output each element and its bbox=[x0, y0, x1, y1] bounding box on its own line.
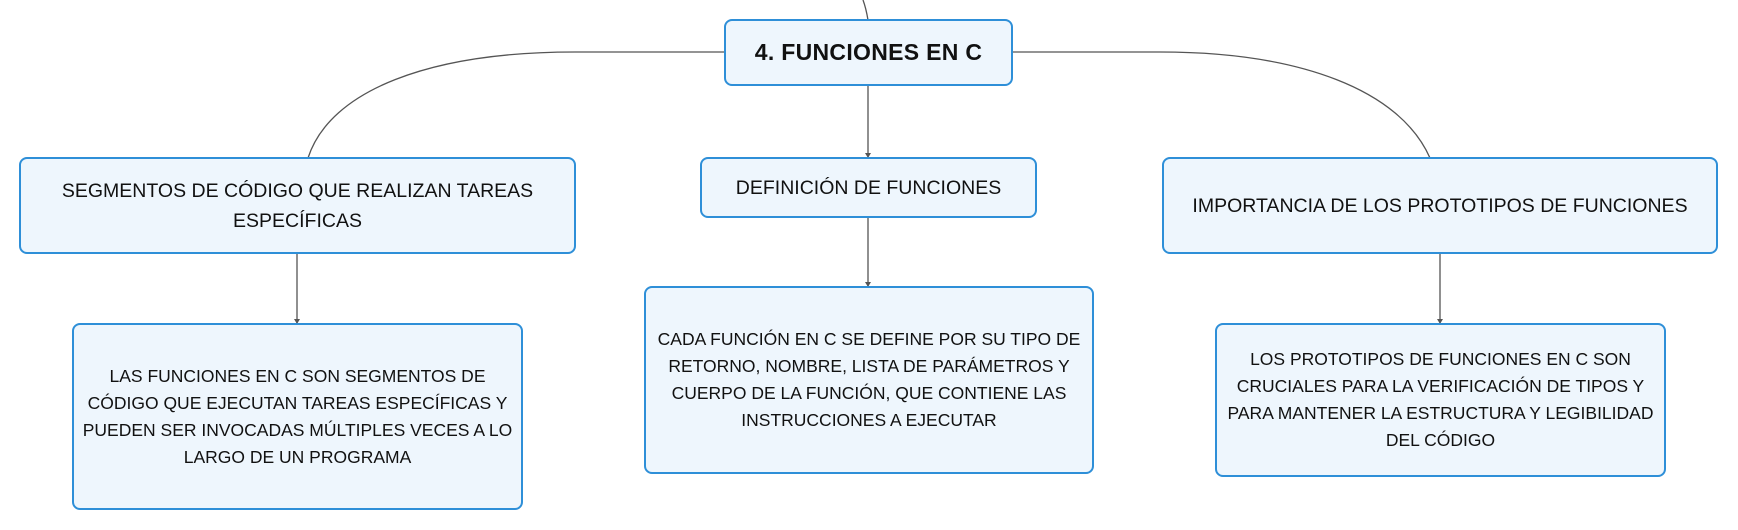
connector-root-to-branch-right bbox=[1013, 51, 1431, 159]
detail-text-importancia: LOS PROTOTIPOS DE FUNCIONES EN C SON CRU… bbox=[1227, 349, 1654, 450]
branch-node-importancia[interactable]: IMPORTANCIA DE LOS PROTOTIPOS DE FUNCION… bbox=[1162, 157, 1718, 254]
arrowhead-right-detail bbox=[1437, 319, 1443, 324]
root-topic-label: 4. FUNCIONES EN C bbox=[754, 39, 983, 65]
root-topic-node[interactable]: 4. FUNCIONES EN C bbox=[724, 19, 1013, 86]
branch-label-segmentos: SEGMENTOS DE CÓDIGO QUE REALIZAN TAREAS … bbox=[61, 179, 534, 232]
branch-label-importancia: IMPORTANCIA DE LOS PROTOTIPOS DE FUNCION… bbox=[1192, 194, 1688, 217]
arrowhead-center bbox=[865, 153, 871, 158]
detail-node-importancia[interactable]: LOS PROTOTIPOS DE FUNCIONES EN C SON CRU… bbox=[1215, 323, 1666, 477]
detail-node-definicion[interactable]: CADA FUNCIÓN EN C SE DEFINE POR SU TIPO … bbox=[644, 286, 1094, 474]
arrowhead-left-detail bbox=[294, 319, 300, 324]
branch-node-segmentos[interactable]: SEGMENTOS DE CÓDIGO QUE REALIZAN TAREAS … bbox=[19, 157, 576, 254]
arrowhead-center-detail bbox=[865, 282, 871, 287]
detail-text-definicion: CADA FUNCIÓN EN C SE DEFINE POR SU TIPO … bbox=[657, 329, 1081, 430]
connector-parent-to-root bbox=[862, 0, 869, 21]
detail-node-segmentos[interactable]: LAS FUNCIONES EN C SON SEGMENTOS DE CÓDI… bbox=[72, 323, 523, 510]
branch-node-definicion[interactable]: DEFINICIÓN DE FUNCIONES bbox=[700, 157, 1037, 218]
detail-text-segmentos: LAS FUNCIONES EN C SON SEGMENTOS DE CÓDI… bbox=[82, 365, 513, 467]
branch-label-definicion: DEFINICIÓN DE FUNCIONES bbox=[735, 176, 1002, 199]
connector-root-to-branch-left bbox=[307, 51, 725, 159]
